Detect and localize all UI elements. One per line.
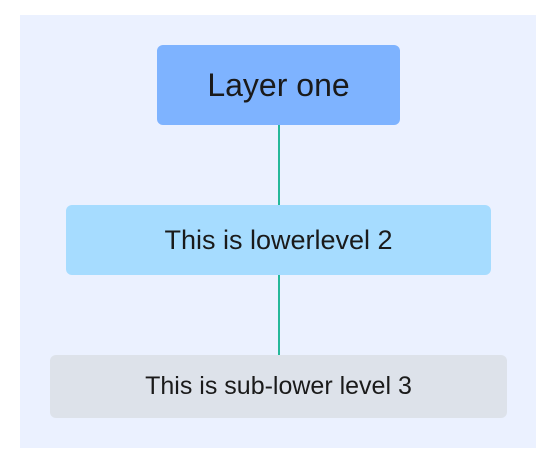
diagram-canvas: Layer one This is lowerlevel 2 This is s… [20, 15, 536, 448]
connector-1-2 [278, 125, 280, 205]
node-layer-2-label: This is lowerlevel 2 [164, 224, 393, 255]
node-layer-1-label: Layer one [207, 66, 350, 103]
node-layer-1: Layer one [157, 45, 400, 125]
node-layer-3-label: This is sub-lower level 3 [145, 372, 412, 400]
node-layer-2: This is lowerlevel 2 [66, 205, 491, 275]
node-layer-3: This is sub-lower level 3 [50, 355, 507, 418]
connector-2-3 [278, 275, 280, 355]
